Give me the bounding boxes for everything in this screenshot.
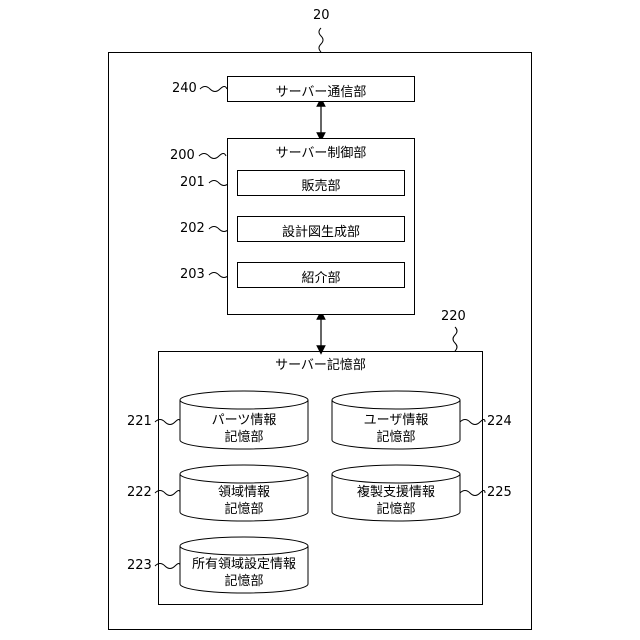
db-text-224: ユーザ情報 記憶部 (332, 412, 460, 446)
unit-box-202: 設計図生成部 (237, 216, 405, 242)
db-223-line1: 所有領域設定情報 (180, 556, 308, 573)
unit-box-201: 販売部 (237, 170, 405, 196)
unit-label-203: 紹介部 (238, 267, 404, 286)
db-ref-223: 223 (127, 558, 152, 574)
server-control-label: サーバー制御部 (228, 142, 414, 161)
db-ref-222: 222 (127, 485, 152, 501)
db-221-line1: パーツ情報 (180, 412, 308, 429)
db-224-line1: ユーザ情報 (332, 412, 460, 429)
db-222-line2: 記憶部 (180, 501, 308, 518)
db-ref-221: 221 (127, 414, 152, 430)
db-ref-224: 224 (487, 414, 512, 430)
db-text-225: 複製支援情報 記憶部 (332, 484, 460, 518)
unit-label-202: 設計図生成部 (238, 221, 404, 240)
server-control-ref: 200 (170, 148, 195, 164)
unit-box-203: 紹介部 (237, 262, 405, 288)
server-storage-ref: 220 (441, 309, 466, 325)
db-ref-225: 225 (487, 485, 512, 501)
db-text-223: 所有領域設定情報 記憶部 (180, 556, 308, 590)
server-storage-label: サーバー記憶部 (159, 354, 482, 373)
unit-ref-203: 203 (180, 267, 205, 283)
db-222-line1: 領域情報 (180, 484, 308, 501)
server-comm-label: サーバー通信部 (228, 81, 414, 100)
device-ref: 20 (313, 8, 330, 24)
db-text-221: パーツ情報 記憶部 (180, 412, 308, 446)
unit-ref-202: 202 (180, 221, 205, 237)
unit-label-201: 販売部 (238, 175, 404, 194)
db-225-line1: 複製支援情報 (332, 484, 460, 501)
db-221-line2: 記憶部 (180, 429, 308, 446)
ref-20-leader (319, 28, 323, 52)
server-comm-box: サーバー通信部 (227, 76, 415, 102)
server-comm-ref: 240 (172, 81, 197, 97)
db-224-line2: 記憶部 (332, 429, 460, 446)
unit-ref-201: 201 (180, 175, 205, 191)
db-223-line2: 記憶部 (180, 573, 308, 590)
db-text-222: 領域情報 記憶部 (180, 484, 308, 518)
db-225-line2: 記憶部 (332, 501, 460, 518)
